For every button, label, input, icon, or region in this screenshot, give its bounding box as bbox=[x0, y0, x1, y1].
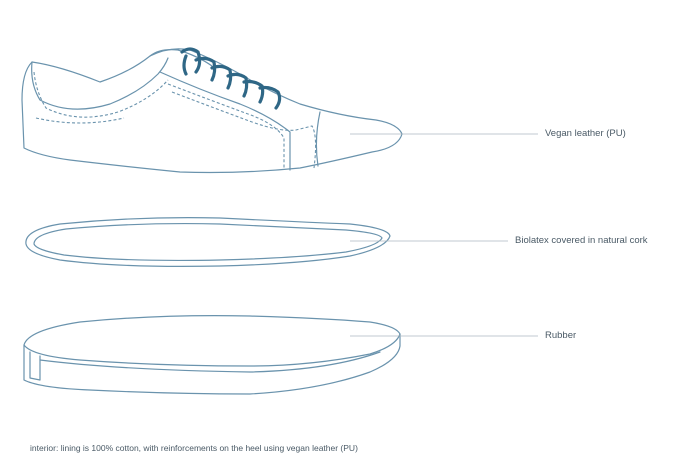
laces bbox=[180, 47, 282, 110]
interior-footnote: interior: lining is 100% cotton, with re… bbox=[30, 443, 358, 453]
label-rubber: Rubber bbox=[545, 330, 577, 341]
upper-stitch-quarter-2 bbox=[171, 91, 317, 169]
outsole-top bbox=[23, 315, 401, 367]
upper-stitch-heel bbox=[35, 117, 125, 124]
label-biolatex-cork: Biolatex covered in natural cork bbox=[515, 235, 648, 246]
upper-eyestay bbox=[159, 71, 291, 171]
insole-drawing bbox=[25, 217, 391, 267]
upper-stitch-collar bbox=[33, 71, 169, 118]
upper-tongue bbox=[149, 49, 213, 67]
upper-outline bbox=[21, 48, 403, 174]
shoe-upper-drawing bbox=[21, 47, 403, 174]
outsole-heel-block bbox=[29, 351, 41, 381]
upper-stitch-quarter bbox=[167, 83, 285, 170]
insole-outline-top bbox=[25, 217, 391, 267]
outsole-midline bbox=[39, 351, 381, 373]
outsole-side bbox=[23, 333, 401, 395]
upper-collar bbox=[31, 57, 169, 110]
outsole-drawing bbox=[23, 315, 401, 395]
insole-outline-inner bbox=[33, 222, 383, 262]
upper-toe-seam bbox=[315, 111, 321, 167]
label-vegan-leather: Vegan leather (PU) bbox=[545, 128, 626, 139]
